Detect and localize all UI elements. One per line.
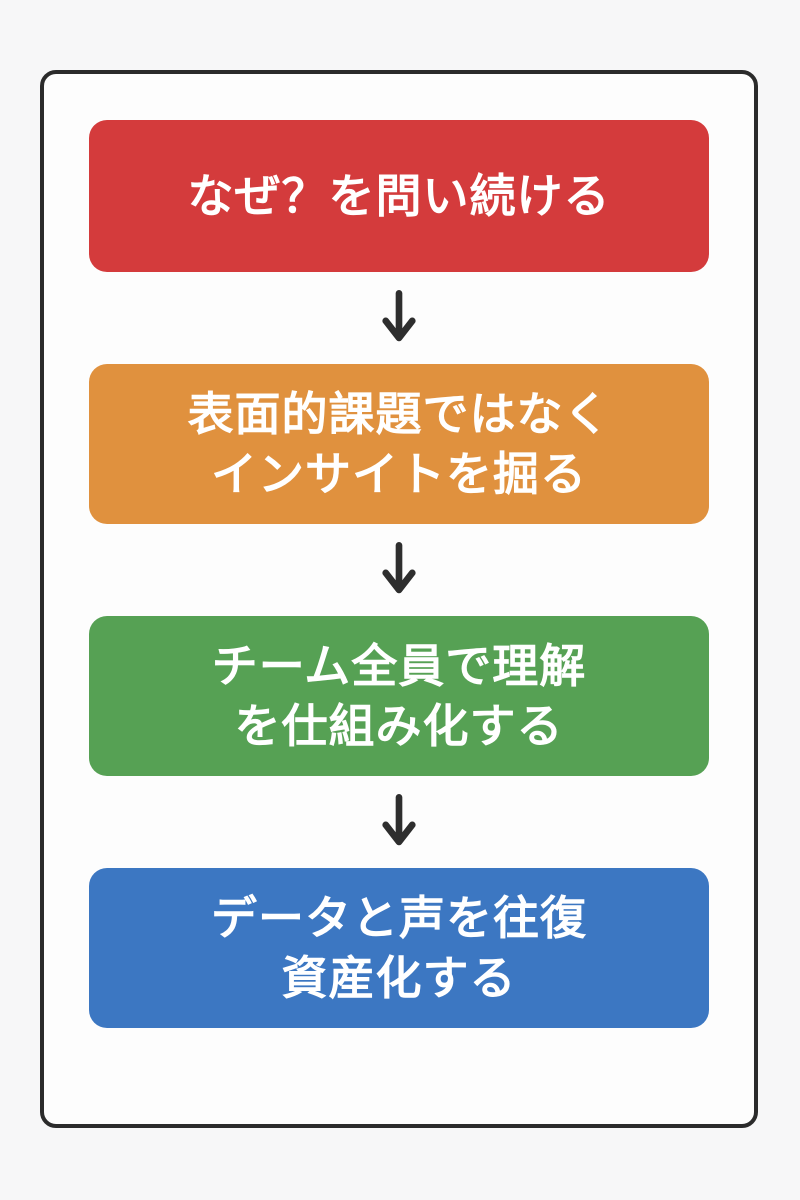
down-arrow-icon xyxy=(382,289,416,342)
step-2-label-line-1: 表面的課題ではなく xyxy=(187,388,611,440)
step-4-label-line-1: データと声を往復 xyxy=(211,892,587,944)
step-box-4: データと声を往復 資産化する xyxy=(89,868,709,1028)
step-2-label-line-2: インサイトを掘る xyxy=(211,448,587,500)
down-arrow-icon xyxy=(382,541,416,594)
arrow-row-2 xyxy=(380,524,418,616)
step-3-label-line-1: チーム全員で理解 xyxy=(211,640,587,692)
down-arrow-icon xyxy=(382,793,416,846)
arrow-row-3 xyxy=(380,776,418,868)
arrow-row-1 xyxy=(380,272,418,364)
step-box-3: チーム全員で理解 を仕組み化する xyxy=(89,616,709,776)
step-1-label: なぜ？を問い続ける xyxy=(187,170,611,222)
step-4-label-line-2: 資産化する xyxy=(281,952,517,1004)
step-3-label-line-2: を仕組み化する xyxy=(234,700,564,752)
step-box-2: 表面的課題ではなく インサイトを掘る xyxy=(89,364,709,524)
step-box-1: なぜ？を問い続ける xyxy=(89,120,709,272)
flowchart-frame: なぜ？を問い続ける 表面的課題ではなく インサイトを掘る チーム全員で理解 を仕… xyxy=(40,70,758,1128)
